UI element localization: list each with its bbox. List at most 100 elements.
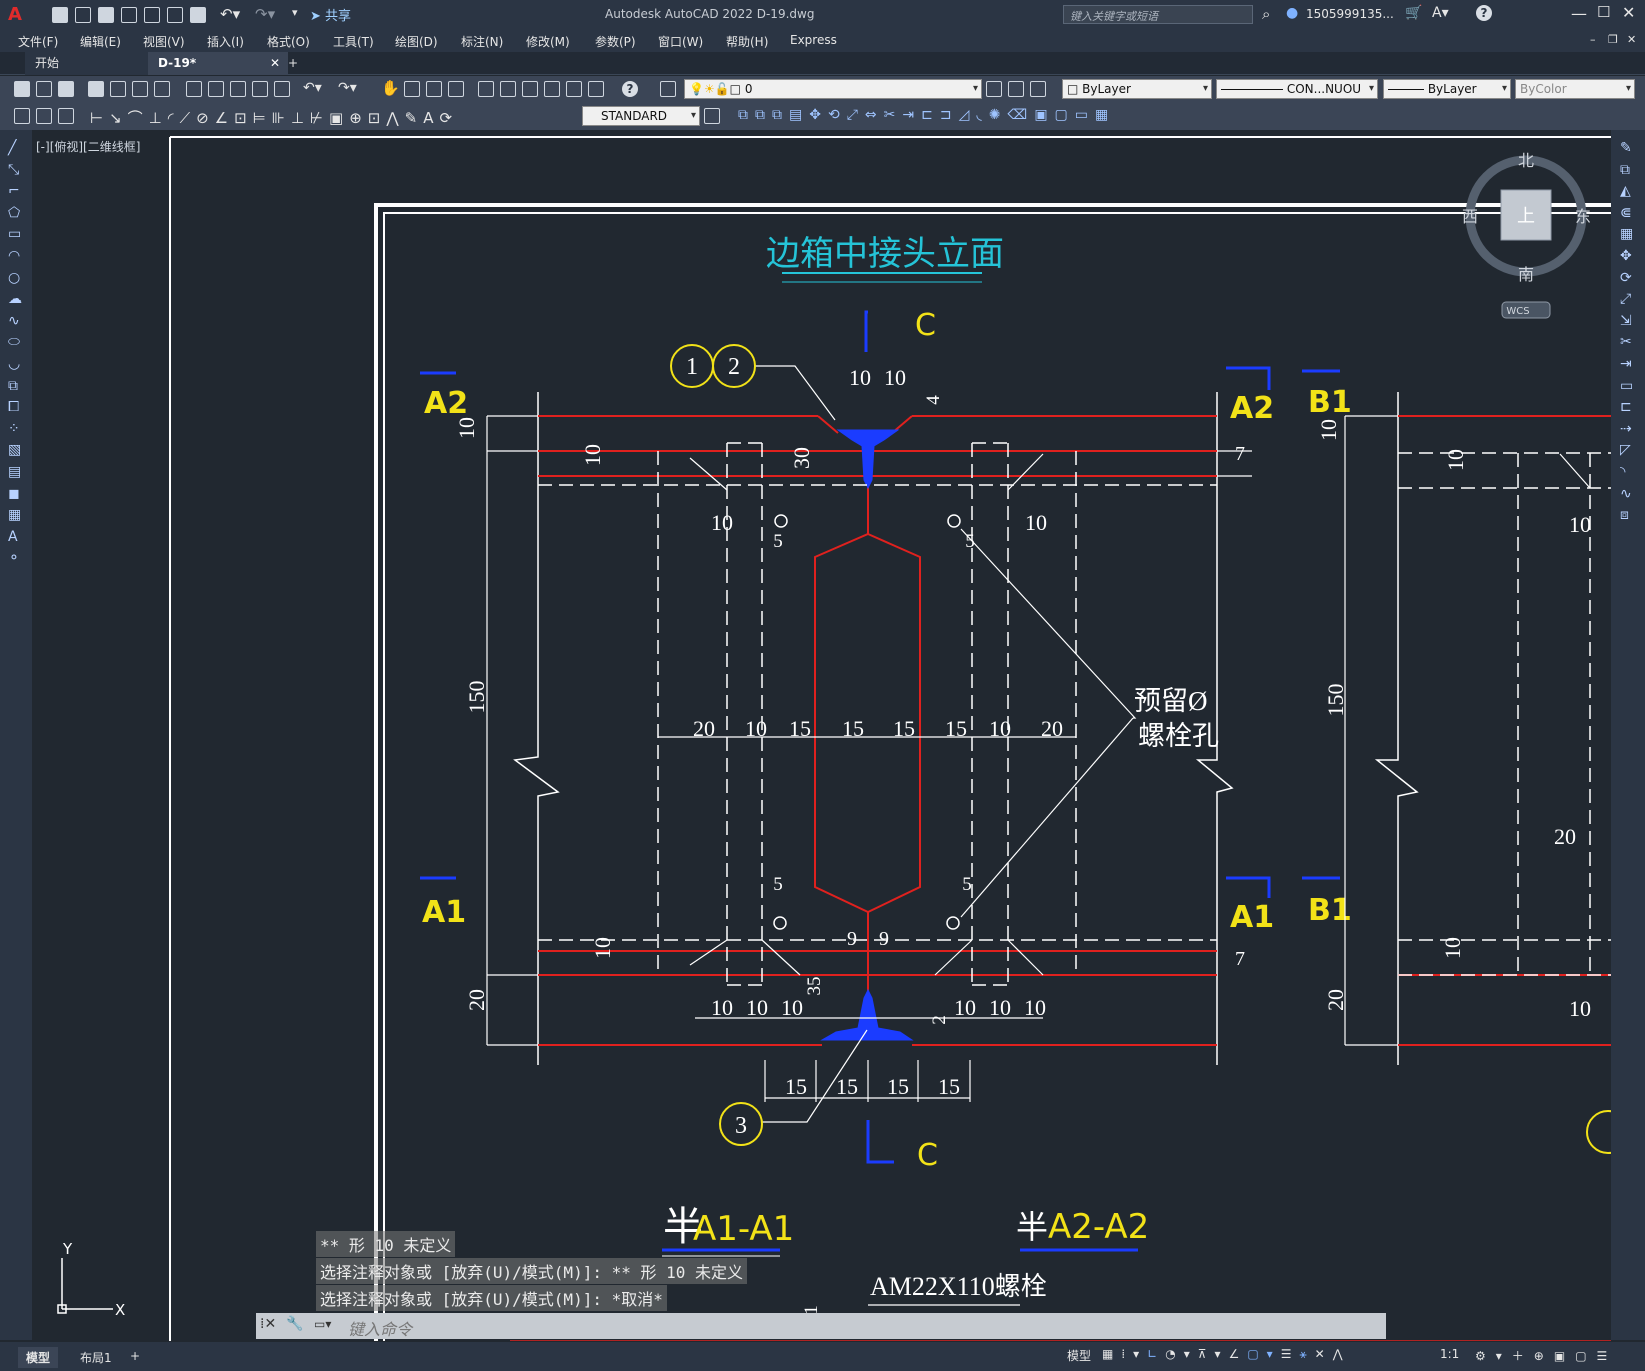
ellipse-arc-icon[interactable]: ◡: [8, 355, 21, 372]
redo-tool-icon[interactable]: ↷▾: [338, 80, 357, 96]
open-file-icon[interactable]: [36, 81, 52, 97]
print-icon[interactable]: [190, 7, 206, 23]
dim-diameter-icon[interactable]: ⊘: [196, 109, 215, 127]
add-selected-icon[interactable]: ⚬: [8, 550, 20, 567]
polyline-icon[interactable]: ⌐: [8, 183, 20, 200]
modify-tool-icons[interactable]: ✎⧉◭⋐▦✥⟳⤢⇲✂⇥▭⊏⇢◸◝∿⧈: [1620, 138, 1636, 527]
publish-icon[interactable]: [144, 7, 160, 23]
modify-tools[interactable]: ⧉⧉⧉▤✥⟲⤢⇔✂⇥⊏⊐◿◟✺⌫▣▢▭▦: [738, 107, 1115, 123]
save-as-icon[interactable]: [121, 7, 137, 23]
lineweight-dropdown[interactable]: ByLayer▾: [1383, 79, 1511, 99]
boundary-icon[interactable]: ▢: [1054, 107, 1075, 123]
status-toggles[interactable]: ▦⁞▾∟◔▾⊼▾∠▢▾☰⚹✕⋀: [1102, 1347, 1351, 1362]
dim-radius-icon[interactable]: ◜: [167, 109, 180, 127]
chamfer-side-icon[interactable]: ◸: [1620, 442, 1631, 459]
dim-ordinate-icon[interactable]: ⊥: [148, 109, 168, 127]
dynamic-ucs-icon[interactable]: ∠: [1228, 1347, 1248, 1361]
region-icon[interactable]: ▣: [1034, 107, 1055, 123]
menu-tools[interactable]: 工具(T): [333, 35, 374, 49]
draworder-back-icon[interactable]: [58, 108, 74, 124]
scale-icon[interactable]: ⤢: [846, 107, 865, 123]
dim-baseline-icon[interactable]: ⊨: [252, 109, 272, 127]
balloon-2-label[interactable]: 2: [728, 354, 740, 380]
command-input[interactable]: 键入命令: [348, 1320, 413, 1339]
copy-icon[interactable]: [208, 81, 224, 97]
cart-icon[interactable]: 🛒: [1405, 5, 1423, 21]
textstyle-dropdown[interactable]: STANDARD▾: [582, 106, 700, 126]
revcloud-icon[interactable]: ☁: [8, 291, 22, 308]
section-a1-left[interactable]: A1: [422, 895, 466, 930]
balloon-1-label[interactable]: 1: [686, 354, 698, 380]
draworder-icon[interactable]: [14, 108, 30, 124]
viewcube-north[interactable]: 北: [1518, 151, 1534, 170]
dim-aligned-icon[interactable]: ↘: [109, 109, 128, 127]
explode-icon[interactable]: ✺: [988, 107, 1008, 123]
layer-previous-icon[interactable]: [1008, 81, 1024, 97]
offset-icon[interactable]: ⧉: [772, 107, 789, 123]
fillet-icon[interactable]: ◟: [976, 107, 989, 123]
offset-side-icon[interactable]: ⋐: [1620, 204, 1632, 221]
tolerance-icon[interactable]: ▣: [329, 109, 350, 127]
region-draw-icon[interactable]: ◼: [8, 485, 20, 502]
inspect-icon[interactable]: ⊡: [367, 109, 387, 127]
zoom-previous-icon[interactable]: [448, 81, 464, 97]
menu-file[interactable]: 文件(F): [18, 35, 59, 49]
tab-add-button[interactable]: +: [288, 56, 299, 70]
viewcube-top-label[interactable]: 上: [1517, 206, 1535, 227]
color-dropdown[interactable]: □ ByLayer▾: [1062, 79, 1212, 99]
layer-properties-icon[interactable]: [660, 81, 676, 97]
section-b1-bottom[interactable]: B1: [1308, 893, 1352, 928]
snap-icon[interactable]: ⁞▾: [1121, 1347, 1148, 1361]
viewcube-west[interactable]: 西: [1462, 207, 1478, 226]
help-tool-icon[interactable]: ?: [622, 81, 638, 97]
paste-icon[interactable]: [230, 81, 246, 97]
ellipse-icon[interactable]: ⬭: [8, 334, 20, 351]
line-icon[interactable]: ╱: [8, 140, 17, 156]
wipeout-icon[interactable]: ▭: [1074, 107, 1096, 123]
user-name[interactable]: 1505999135...: [1306, 7, 1394, 21]
maximize-icon[interactable]: ☐: [1597, 3, 1611, 21]
wcs-button[interactable]: [1501, 301, 1551, 319]
quick-properties-icon[interactable]: ▣: [1553, 1349, 1576, 1363]
plotstyle-dropdown[interactable]: ByColor▾: [1515, 79, 1635, 99]
insert-block-icon[interactable]: ⧉: [8, 377, 18, 394]
dim-linear-icon[interactable]: ⊢: [90, 109, 110, 127]
group-icon[interactable]: ▦: [1095, 107, 1116, 123]
array-side-icon[interactable]: ▦: [1620, 226, 1634, 243]
section-c-bottom-label[interactable]: C: [917, 1138, 938, 1173]
lineweight-icon[interactable]: ☰: [1280, 1347, 1300, 1361]
command-grip-icon[interactable]: ⁞✕: [260, 1316, 277, 1332]
zoom-realtime-icon[interactable]: [404, 81, 420, 97]
section-a2-half[interactable]: 半: [1016, 1208, 1048, 1246]
dimstyle-icon[interactable]: [704, 108, 720, 124]
dim-break-icon[interactable]: ⊬: [309, 109, 329, 127]
qdim-icon[interactable]: ⊡: [234, 109, 253, 127]
clean-screen-icon[interactable]: ▢: [1575, 1349, 1597, 1363]
minimize-icon[interactable]: —: [1571, 4, 1587, 23]
open-icon[interactable]: [75, 7, 91, 23]
spline-icon[interactable]: ∿: [8, 312, 20, 329]
grid-icon[interactable]: ▦: [1102, 1347, 1122, 1361]
stretch-icon[interactable]: ⇔: [864, 107, 884, 123]
polygon-icon[interactable]: ⬠: [8, 204, 21, 221]
rotate-icon[interactable]: ⟲: [827, 107, 847, 123]
arc-icon[interactable]: ◠: [8, 247, 21, 264]
viewcube-south[interactable]: 南: [1518, 265, 1534, 284]
dim-continue-icon[interactable]: ⊪: [271, 109, 291, 127]
copy-side-icon[interactable]: ⧉: [1620, 161, 1630, 178]
mirror-icon[interactable]: ⧉: [755, 107, 772, 123]
calculator-icon[interactable]: [588, 81, 604, 97]
menu-view[interactable]: 视图(V): [143, 35, 185, 49]
xline-icon[interactable]: ⤡: [8, 161, 20, 178]
section-a1-title[interactable]: A1-A1: [693, 1209, 794, 1249]
doc-minimize-icon[interactable]: –: [1590, 33, 1596, 46]
chamfer-icon[interactable]: ◿: [958, 107, 977, 123]
menu-express[interactable]: Express: [790, 33, 837, 47]
match-prop-icon[interactable]: [252, 81, 268, 97]
move-side-icon[interactable]: ✥: [1620, 247, 1632, 264]
save-icon[interactable]: [98, 7, 114, 23]
pan-icon[interactable]: ✋: [381, 79, 400, 97]
circle-icon[interactable]: ○: [8, 269, 21, 286]
make-current-layer-icon[interactable]: [986, 81, 1002, 97]
